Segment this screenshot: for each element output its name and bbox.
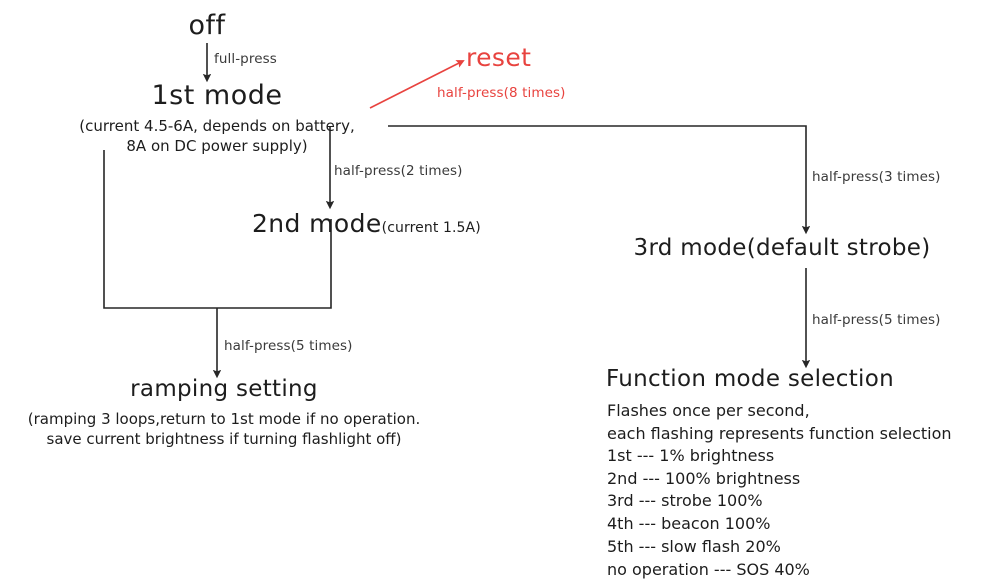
- list-item: 2nd --- 100% brightness: [607, 468, 801, 488]
- node-function-mode-selection[interactable]: Function mode selection: [606, 368, 894, 391]
- node-ramping-detail-line1: (ramping 3 loops,return to 1st mode if n…: [27, 410, 421, 428]
- node-function-mode-label: Function mode selection: [606, 366, 894, 392]
- node-reset-label: reset: [466, 43, 532, 72]
- node-first-mode-detail-line1: (current 4.5-6A, depends on battery,: [79, 117, 355, 135]
- node-ramping-detail-line2: save current brightness if turning flash…: [46, 430, 402, 449]
- node-second-mode-sublabel: (current 1.5A): [381, 220, 481, 236]
- node-first-mode-label: 1st mode: [151, 80, 283, 111]
- edge-label-full-press: full-press: [214, 51, 277, 67]
- node-third-mode[interactable]: 3rd mode(default strobe): [634, 237, 931, 260]
- node-ramping-setting[interactable]: ramping setting (ramping 3 loops,return …: [28, 378, 420, 450]
- list-item: 4th --- beacon 100%: [607, 514, 771, 534]
- node-second-mode[interactable]: 2nd mode(current 1.5A): [252, 211, 481, 236]
- edge-label-half-press-5-times-left: half-press(5 times): [224, 338, 353, 354]
- node-ramping-setting-label: ramping setting: [130, 376, 318, 402]
- node-first-mode-detail-line2: 8A on DC power supply): [126, 137, 308, 156]
- node-off[interactable]: off: [188, 12, 225, 39]
- node-reset-sublabel: half-press(8 times): [437, 85, 566, 101]
- function-mode-desc-line1: Flashes once per second,: [607, 401, 810, 420]
- list-item: 5th --- slow flash 20%: [607, 536, 781, 556]
- function-mode-desc-line2: each flashing represents function select…: [607, 423, 952, 443]
- node-off-label: off: [188, 10, 226, 41]
- node-reset[interactable]: reset: [466, 45, 531, 70]
- edge-label-half-press-2-times: half-press(2 times): [334, 163, 463, 179]
- list-item: 3rd --- strobe 100%: [607, 491, 763, 511]
- edge-label-half-press-3-times: half-press(3 times): [812, 169, 941, 185]
- function-mode-description: Flashes once per second, each flashing r…: [607, 400, 952, 445]
- node-first-mode[interactable]: 1st mode (current 4.5-6A, depends on bat…: [79, 82, 354, 157]
- function-mode-item-list: 1st --- 1% brightness 2nd --- 100% brigh…: [607, 445, 810, 581]
- edge-label-half-press-5-times-right: half-press(5 times): [812, 312, 941, 328]
- node-second-mode-label: 2nd mode: [252, 209, 382, 238]
- list-item: 1st --- 1% brightness: [607, 446, 775, 465]
- list-item: no operation --- SOS 40%: [607, 559, 810, 579]
- node-third-mode-label: 3rd mode(default strobe): [633, 235, 931, 261]
